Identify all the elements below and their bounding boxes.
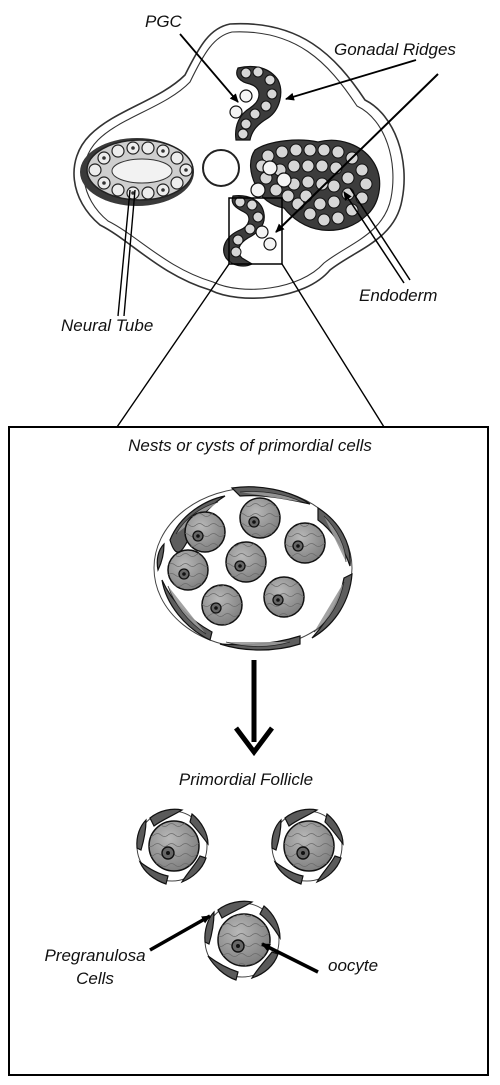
zoom-line-left (117, 264, 229, 427)
neural-tube (80, 138, 194, 206)
neural-tube-leader-2 (124, 190, 135, 316)
label-pgc: PGC (145, 12, 182, 32)
label-oocyte: oocyte (328, 956, 378, 976)
label-neural-tube: Neural Tube (61, 316, 153, 336)
neural-tube-leader (118, 190, 130, 316)
gonadal-ridges-leader-upper (286, 60, 416, 99)
label-pregranulosa-line2: Cells (76, 969, 114, 989)
label-gonadal-ridges: Gonadal Ridges (334, 40, 456, 60)
notochord (203, 150, 239, 186)
label-primordial-follicle: Primordial Follicle (179, 770, 313, 790)
label-endoderm: Endoderm (359, 286, 437, 306)
label-nests-title: Nests or cysts of primordial cells (128, 436, 372, 456)
label-pregranulosa-line1: Pregranulosa (44, 946, 145, 966)
